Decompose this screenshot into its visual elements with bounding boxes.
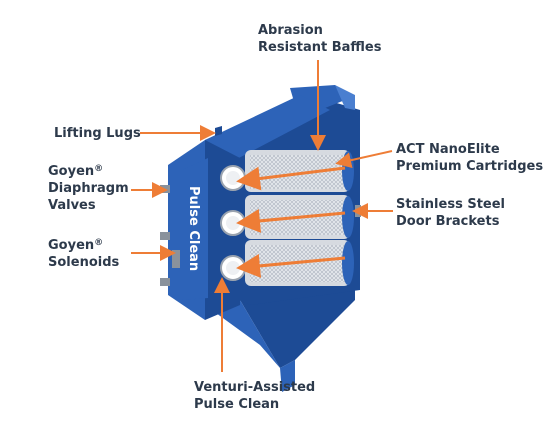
solenoid-box: [172, 250, 180, 268]
pulse-clean-housing-text: Pulse Clean: [186, 186, 201, 271]
venturis: [212, 165, 246, 281]
flow-arrows: [236, 166, 346, 278]
flow-arrow-icon: [236, 166, 346, 191]
flow-arrow-icon: [236, 208, 346, 233]
callout-lines: [131, 60, 393, 372]
label-cartridges: ACT NanoElite Premium Cartridges: [396, 142, 544, 174]
label-venturi: Venturi-Assisted Pulse Clean: [194, 380, 316, 412]
label-diaphragm-valves: Goyen® Diaphragm Valves: [48, 164, 129, 213]
lifting-lug: [215, 126, 222, 136]
cartridge-1: [245, 150, 350, 192]
hopper: [205, 285, 355, 392]
label-baffles: Abrasion Resistant Baffles: [258, 23, 382, 55]
label-door-brackets: Stainless Steel Door Brackets: [396, 197, 506, 229]
flow-arrow-icon: [236, 253, 346, 278]
side-panel: [182, 158, 208, 300]
top-hood: [205, 95, 330, 160]
label-lifting-lugs: Lifting Lugs: [54, 126, 141, 141]
label-solenoids: Goyen® Solenoids: [48, 238, 120, 270]
